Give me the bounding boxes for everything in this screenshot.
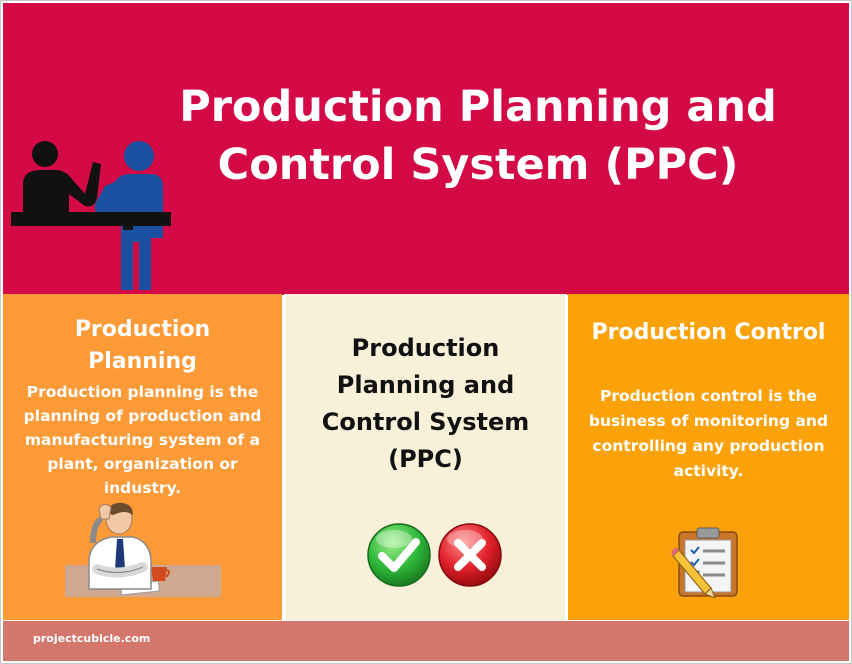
production-planning-title: Production Planning xyxy=(74,317,211,374)
production-planning-text: Production planning is the planning of p… xyxy=(23,383,262,497)
footer-bar: projectcubicle.com xyxy=(3,621,849,661)
ppc-summary-title: Production Planning and Control System (… xyxy=(321,334,530,473)
production-planning-panel: Production Planning Production planning … xyxy=(3,294,282,620)
header-banner: Production Planning and Control System (… xyxy=(3,3,849,295)
green-check-icon xyxy=(367,523,431,587)
site-credit: projectcubicle.com xyxy=(33,632,151,645)
reception-desk-people-icon xyxy=(11,141,171,290)
production-control-panel: Production Control Production control is… xyxy=(568,294,849,620)
main-title: Production Planning and Control System (… xyxy=(179,82,777,190)
production-control-text: Production control is the business of mo… xyxy=(588,387,829,480)
production-control-title: Production Control xyxy=(591,320,826,345)
ppc-summary-panel: Production Planning and Control System (… xyxy=(284,294,567,620)
clipboard-checklist-pencil-icon xyxy=(671,527,738,598)
red-x-icon xyxy=(438,523,502,587)
stressed-worker-desk-icon xyxy=(65,502,221,597)
